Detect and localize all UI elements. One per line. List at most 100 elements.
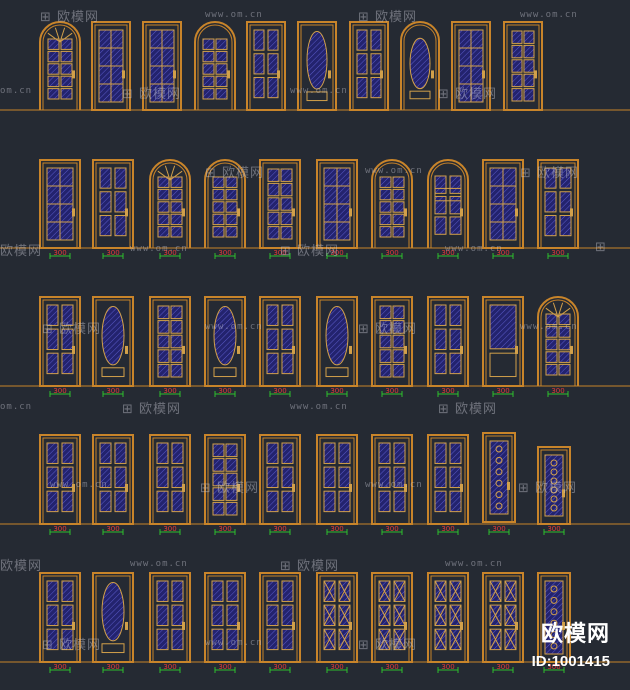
door-panel [434, 216, 447, 235]
door-panel [61, 490, 74, 513]
door-panel [99, 167, 112, 189]
door-panel [61, 628, 74, 651]
door-elevation [537, 572, 571, 663]
glass-panel [325, 305, 349, 366]
glass-panel [47, 75, 60, 88]
dimension: 300 [381, 249, 403, 259]
handle-icon [277, 70, 280, 79]
glass-panel [157, 213, 170, 226]
glass-panel [157, 349, 170, 363]
glass-panel [558, 313, 571, 326]
door-frame [427, 296, 469, 387]
ornament [449, 628, 462, 650]
glass-panel [379, 305, 392, 320]
door-leaf [319, 162, 355, 249]
glass-panel [212, 201, 225, 213]
ornament [489, 628, 502, 650]
fan-muntin [164, 165, 171, 181]
handle-icon [460, 208, 463, 217]
door-elevation [92, 159, 134, 249]
door-leaf [207, 162, 243, 248]
glass-panel [170, 349, 183, 363]
door-leaf [540, 575, 568, 663]
dimension-label: 300 [551, 249, 564, 257]
handle-icon [182, 621, 185, 630]
door-elevation [204, 296, 246, 387]
door-elevation [482, 159, 524, 249]
door-leaf [430, 299, 466, 387]
glass-panel [157, 363, 170, 378]
glass-panel [379, 349, 392, 363]
glass-panel [157, 176, 170, 188]
door-leaf [197, 24, 233, 110]
door-leaf [403, 24, 437, 110]
glass-panel [212, 458, 225, 472]
door-panel [281, 466, 294, 489]
door-panel [393, 466, 406, 489]
door-elevation [400, 21, 440, 110]
glass-panel [545, 313, 558, 326]
ornament [393, 580, 406, 602]
dimension: 300 [326, 249, 348, 259]
glass-panel [170, 363, 183, 378]
handle-icon [125, 345, 128, 354]
glass-panel [267, 211, 280, 226]
door-panel [281, 442, 294, 464]
dimension-label: 300 [492, 525, 505, 533]
door-elevation [371, 434, 413, 525]
ornament [434, 604, 447, 626]
brand-logo: 欧模网 [540, 622, 610, 647]
door-elevation [39, 434, 81, 525]
door-frame [537, 296, 579, 386]
dimension-label: 300 [163, 525, 176, 533]
door-frame [39, 296, 81, 387]
glass-panel [392, 226, 405, 238]
glass-panel [267, 226, 280, 240]
door-frame [349, 21, 389, 111]
dimension: 300 [437, 525, 459, 535]
handle-icon [237, 208, 240, 217]
dimension-label: 300 [273, 525, 286, 533]
glass-panel [101, 305, 125, 366]
door-leaf [485, 435, 513, 523]
watermark: ⊞ 欧模网 [438, 87, 498, 102]
door-panel [449, 466, 462, 489]
door-panel [253, 29, 265, 51]
door-panel [171, 604, 184, 627]
door-leaf [152, 575, 188, 663]
door-panel [171, 628, 184, 651]
watermark: ⊞ 欧模网 [358, 638, 418, 653]
door-elevation [537, 296, 579, 386]
door-frame [149, 434, 191, 525]
glass-panel [523, 59, 535, 73]
door-panel [253, 53, 265, 75]
door-leaf [319, 437, 355, 525]
door-panel [378, 442, 391, 464]
ornament [550, 585, 558, 593]
door-frame [316, 572, 358, 663]
glass-panel [544, 454, 564, 517]
watermark: ⊞ 欧模网 [122, 402, 182, 417]
glass-panel [392, 188, 405, 201]
door-leaf [42, 575, 78, 663]
door-panel [46, 466, 59, 489]
glass-panel [212, 501, 225, 516]
glass-panel [392, 363, 405, 378]
ornament [338, 580, 351, 602]
ornament [323, 604, 336, 626]
dimension: 300 [49, 663, 71, 673]
door-leaf [152, 437, 188, 525]
dimension: 300 [543, 663, 565, 673]
ornament [323, 580, 336, 602]
door-frame [204, 159, 246, 248]
door-panel [434, 466, 447, 489]
door-panel [101, 367, 125, 378]
door-elevation [92, 434, 134, 525]
watermark-icon: ⊞ [40, 10, 52, 25]
door-leaf [540, 162, 576, 249]
door-leaf [94, 24, 128, 111]
door-panel [266, 442, 279, 464]
door-elevation [482, 432, 516, 523]
glass-panel [267, 168, 280, 182]
ornament [495, 445, 503, 453]
